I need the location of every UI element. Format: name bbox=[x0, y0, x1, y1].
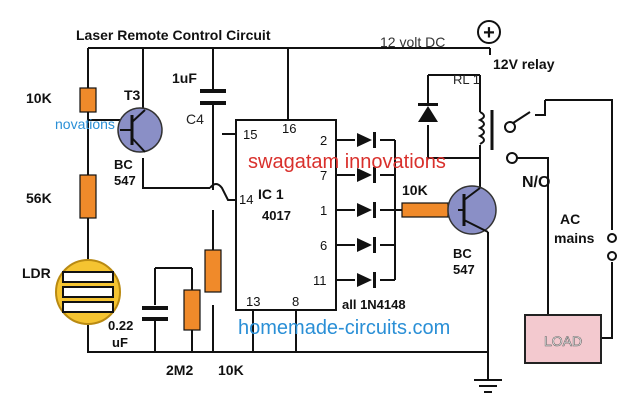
flyback-diode bbox=[418, 103, 438, 122]
resistor-10k-bottom bbox=[204, 249, 222, 293]
tout-type-line2: 547 bbox=[453, 262, 475, 277]
r-10k-bottom-label: 10K bbox=[218, 362, 244, 378]
cap-value-line2: uF bbox=[112, 335, 128, 350]
resistor-10k-top bbox=[79, 87, 97, 113]
supply-terminal: + bbox=[477, 20, 501, 44]
r1-label: 10K bbox=[26, 90, 52, 106]
ic-pin-13: 13 bbox=[246, 294, 260, 309]
transistor-output bbox=[447, 185, 497, 235]
relay-label: 12V relay bbox=[493, 56, 555, 72]
ground-symbol bbox=[474, 379, 502, 393]
ic-pin-8: 8 bbox=[292, 294, 299, 309]
c4-value: 1uF bbox=[172, 70, 197, 86]
t3-type-line2: 547 bbox=[114, 173, 136, 188]
transistor-t3 bbox=[117, 107, 163, 153]
ic-output-7: 7 bbox=[320, 168, 327, 183]
ic-output-2: 2 bbox=[320, 133, 327, 148]
load-label: LOAD bbox=[544, 333, 582, 349]
mains-line1: AC bbox=[560, 211, 580, 227]
r-base-label: 10K bbox=[402, 182, 428, 198]
r-2m2-label: 2M2 bbox=[166, 362, 193, 378]
mains-line2: mains bbox=[554, 230, 595, 246]
diagram-title: Laser Remote Control Circuit bbox=[76, 27, 271, 43]
capacitor-c4 bbox=[200, 89, 226, 105]
relay-coil bbox=[477, 111, 485, 145]
mains-terminal-bottom bbox=[607, 251, 617, 261]
resistor-56k bbox=[79, 174, 97, 219]
ic-pin-16: 16 bbox=[282, 121, 296, 136]
watermark-novations: novations bbox=[55, 116, 115, 132]
ic-output-6: 6 bbox=[320, 238, 327, 253]
t3-type-line1: BC bbox=[114, 157, 133, 172]
c4-designator: C4 bbox=[186, 111, 204, 127]
mains-terminal-top bbox=[607, 233, 617, 243]
ic-4017 bbox=[235, 119, 337, 311]
capacitor-timing bbox=[142, 306, 168, 321]
load-box bbox=[524, 314, 602, 364]
ldr-label: LDR bbox=[22, 265, 51, 281]
resistor-10k-base bbox=[401, 202, 449, 218]
ic-pin-15: 15 bbox=[243, 127, 257, 142]
tout-type-line1: BC bbox=[453, 246, 472, 261]
supply-label: 12 volt DC bbox=[380, 34, 445, 50]
t3-designator: T3 bbox=[124, 87, 141, 103]
ic-designator: IC 1 bbox=[258, 186, 284, 202]
ic-output-11: 11 bbox=[313, 273, 327, 288]
watermark-homemade: homemade-circuits.com bbox=[238, 317, 450, 339]
wires bbox=[87, 47, 613, 380]
cap-value-line1: 0.22 bbox=[108, 318, 133, 333]
ic-output-1: 1 bbox=[320, 203, 327, 218]
diodes-note: all 1N4148 bbox=[342, 297, 406, 312]
ic-part: 4017 bbox=[262, 208, 291, 223]
relay-contact-pole bbox=[504, 121, 516, 133]
ic-pin-14: 14 bbox=[239, 192, 253, 207]
watermark-swagatam: swagatam innovations bbox=[248, 151, 446, 173]
r2-label: 56K bbox=[26, 190, 52, 206]
relay-designator: RL 1 bbox=[453, 72, 480, 87]
ldr-sensor bbox=[55, 259, 121, 325]
contact-label: N/O bbox=[522, 174, 550, 191]
supply-plus: + bbox=[483, 22, 495, 44]
relay-contact-no bbox=[506, 152, 518, 164]
resistor-2m2 bbox=[183, 289, 201, 331]
output-diodes bbox=[357, 132, 376, 288]
